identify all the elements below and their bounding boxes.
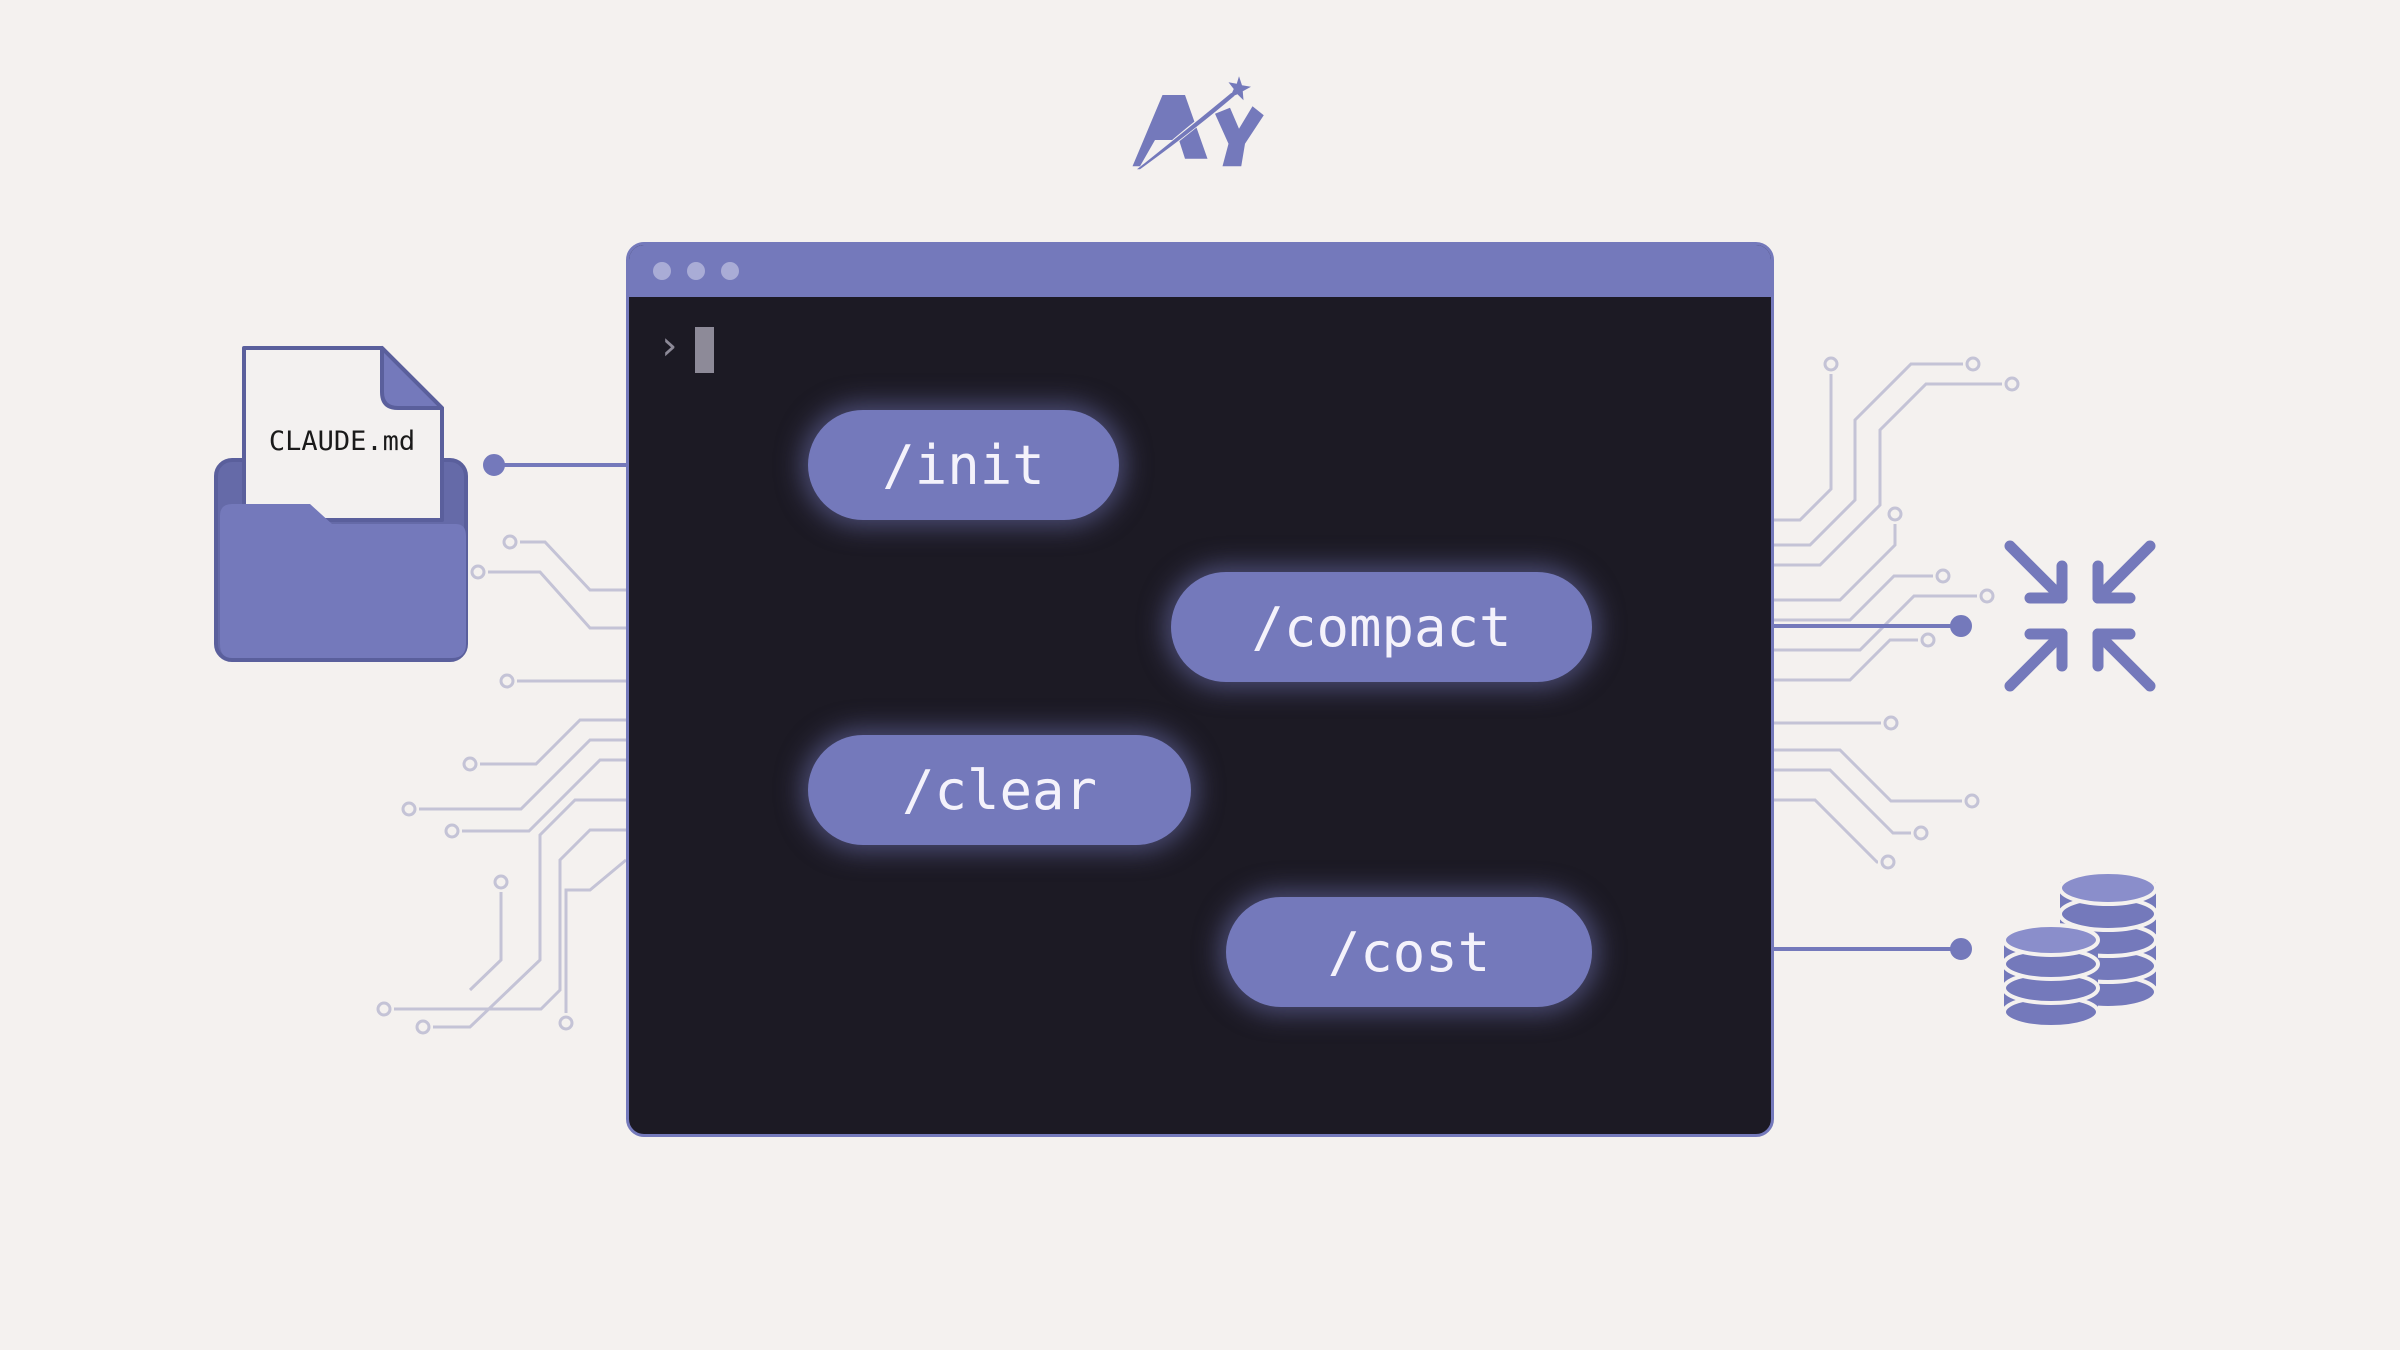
terminal-window: › /init /compact /clear /cost — [626, 242, 1774, 1137]
window-dot-close[interactable] — [653, 262, 671, 280]
claude-md-file-label: CLAUDE.md — [268, 426, 416, 457]
command-init[interactable]: /init — [808, 410, 1119, 520]
coins-stack-icon — [2002, 870, 2158, 1029]
command-compact[interactable]: /compact — [1171, 572, 1592, 682]
logo-icon — [1132, 76, 1264, 170]
window-dot-minimize[interactable] — [687, 262, 705, 280]
text-cursor[interactable] — [695, 327, 714, 373]
compress-arrows-icon — [2004, 540, 2156, 692]
window-dot-maximize[interactable] — [721, 262, 739, 280]
prompt-chevron-icon: › — [657, 323, 682, 369]
folder-icon — [214, 346, 468, 662]
terminal-titlebar — [629, 245, 1771, 297]
command-cost[interactable]: /cost — [1226, 897, 1592, 1007]
command-clear[interactable]: /clear — [808, 735, 1191, 845]
